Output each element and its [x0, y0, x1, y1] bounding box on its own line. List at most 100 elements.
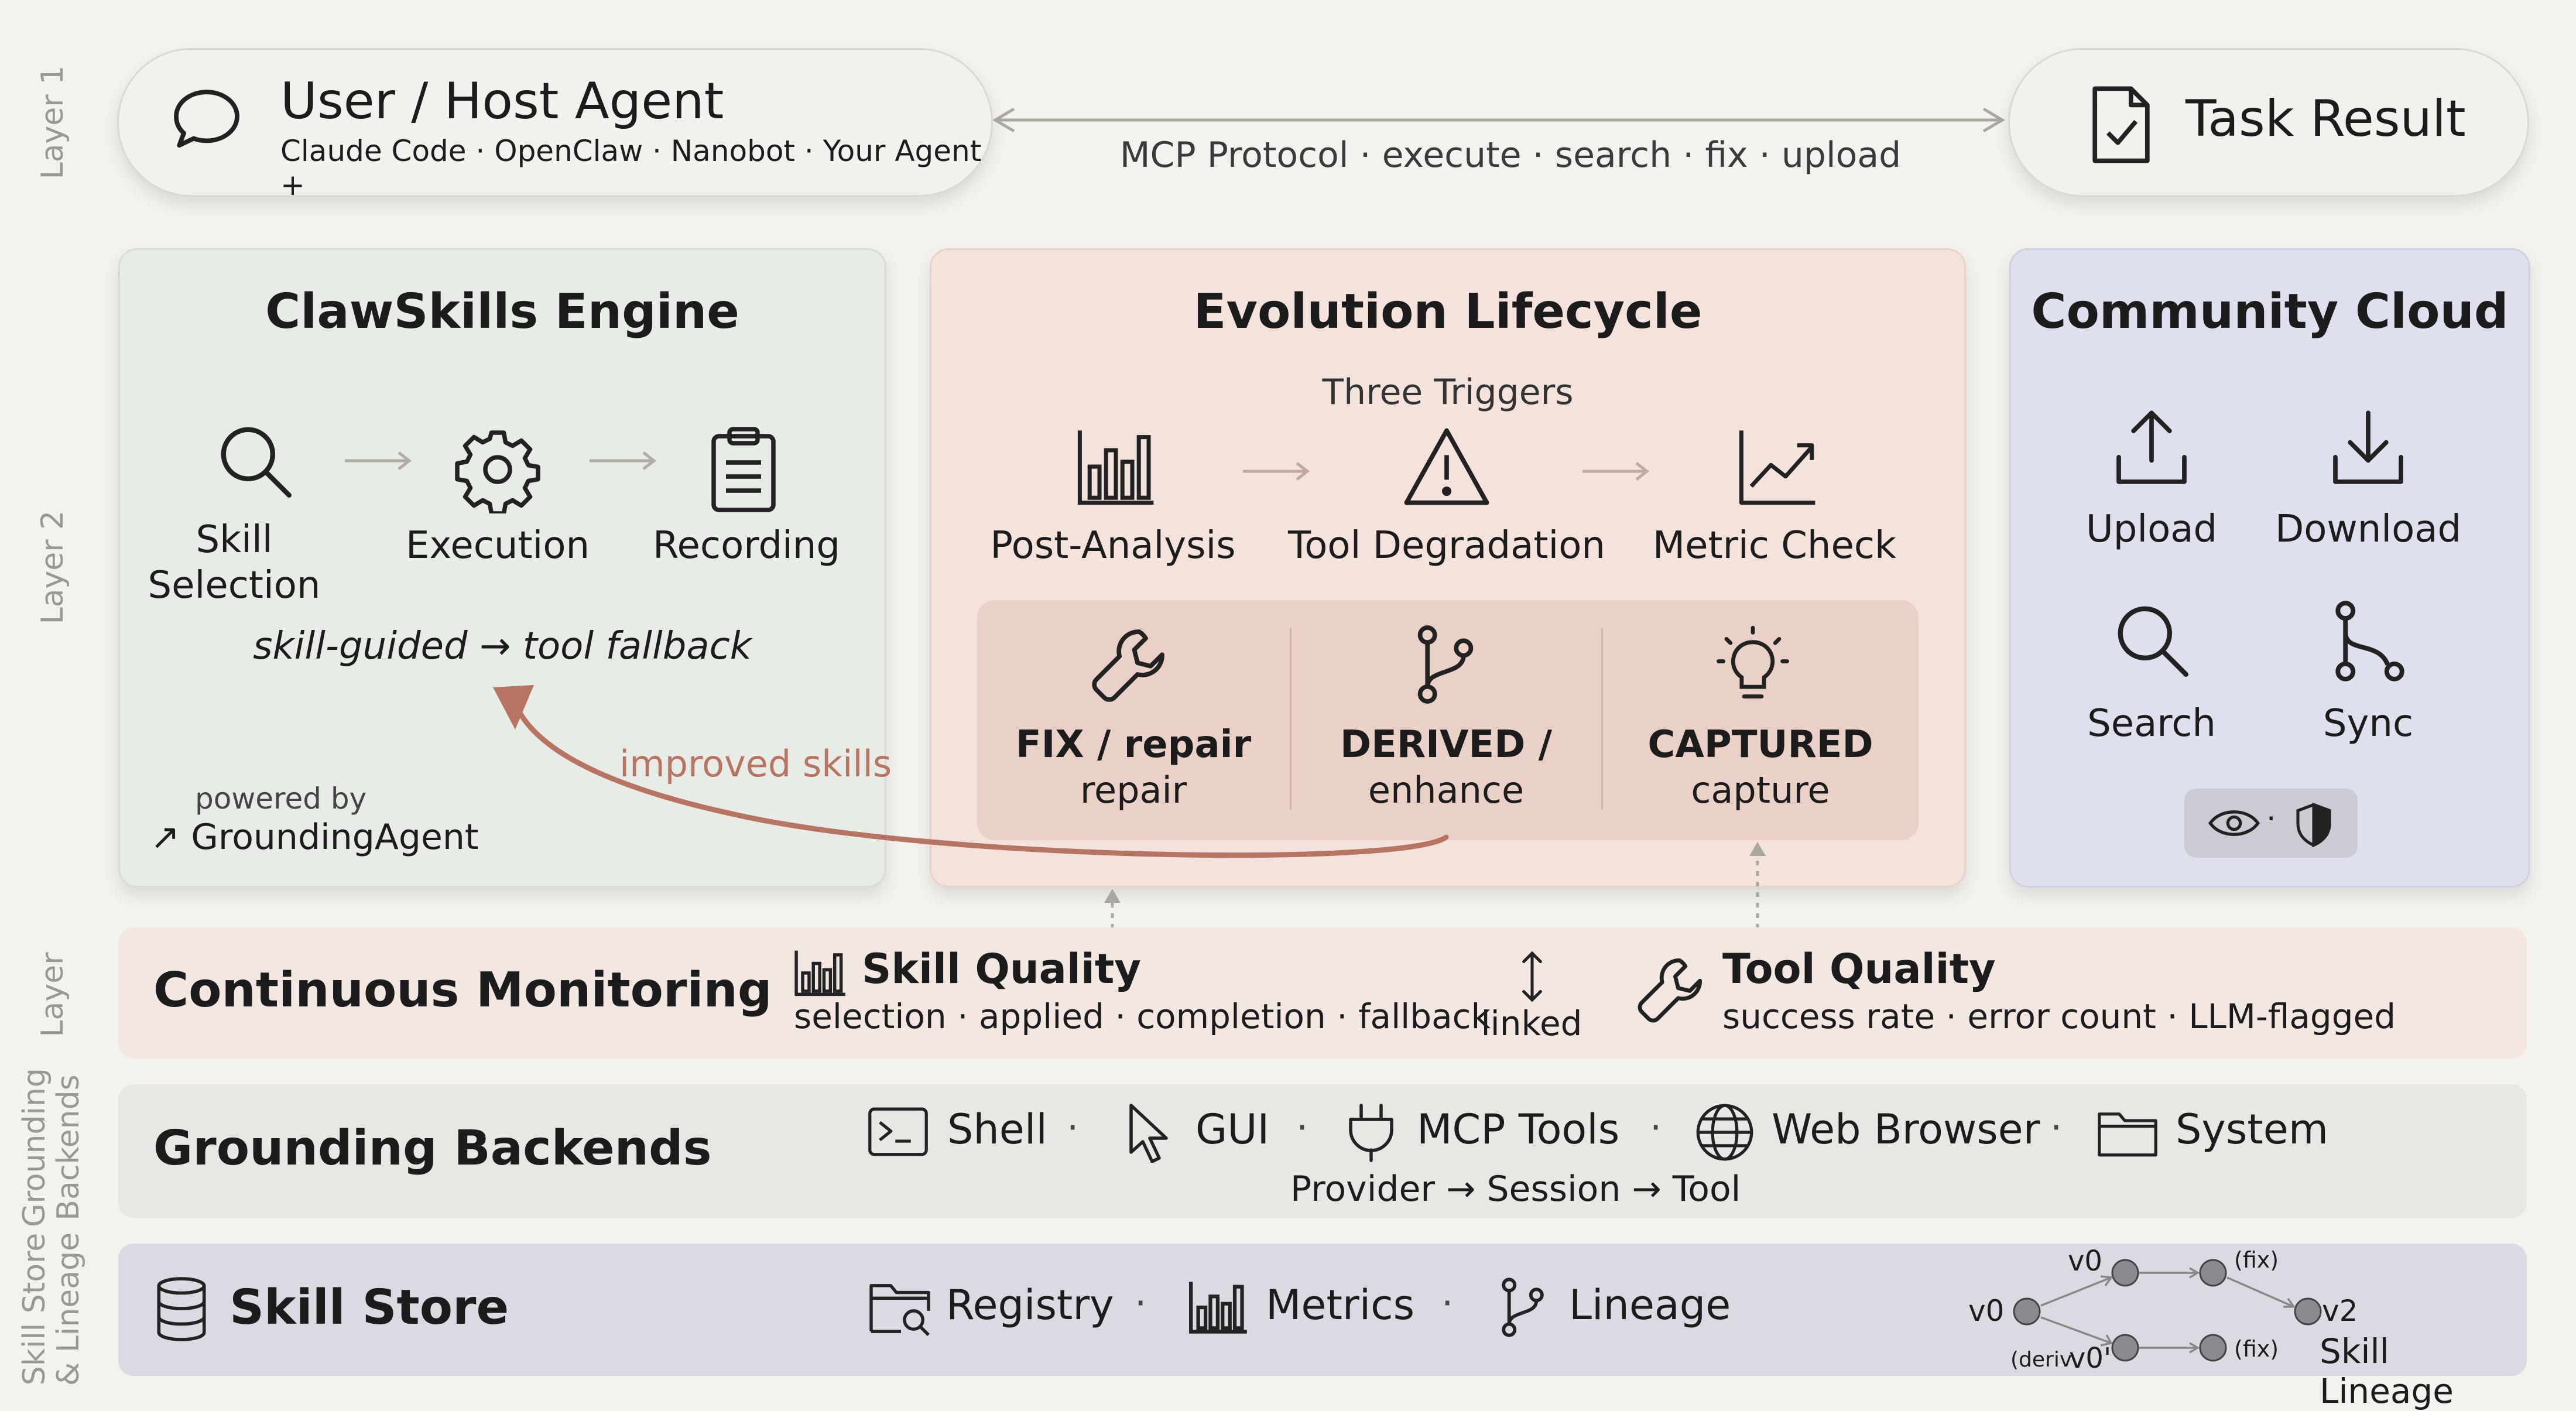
document-check-icon — [2086, 84, 2156, 166]
upload-icon — [2111, 403, 2193, 491]
monitoring-title: Continuous Monitoring — [153, 963, 772, 1018]
download-icon — [2327, 403, 2409, 491]
evolution-lifecycle-card: Evolution Lifecycle Three Triggers Post-… — [930, 248, 1966, 888]
step-execution: Execution — [405, 524, 590, 567]
separator-dot: · — [2050, 1107, 2063, 1150]
provider-session-tool-chain: Provider → Session → Tool — [1290, 1169, 1741, 1210]
backend-web-browser[interactable]: Web Browser — [1772, 1105, 2040, 1153]
wrench-icon — [1635, 953, 1707, 1026]
separator-dot: · — [1296, 1107, 1308, 1150]
store-layer-label: Skill Store& Lineage — [17, 1232, 86, 1386]
mode-fix-sub: repair — [1080, 769, 1187, 811]
dotted-connector — [1104, 889, 1121, 960]
mode-derived-name: DERIVED / — [1340, 723, 1552, 766]
protocol-label: MCP Protocol · execute · search · fix · … — [1119, 135, 1902, 176]
badge-dot: · — [2266, 802, 2276, 837]
task-result-pill[interactable]: Task Result — [2008, 48, 2529, 197]
store-lineage[interactable]: Lineage — [1569, 1281, 1731, 1329]
shield-icon — [2293, 803, 2334, 847]
lineage-node-v0-top: v0 — [2068, 1245, 2102, 1278]
skill-store-title: Skill Store — [229, 1280, 509, 1335]
warning-icon — [1400, 426, 1493, 508]
tool-quality-title: Tool Quality — [1722, 945, 1996, 993]
layer-2-label: Layer 2 — [35, 510, 70, 625]
clipboard-icon — [705, 426, 782, 513]
lineage-fix-top: (fix) — [2234, 1247, 2279, 1273]
wrench-icon — [1088, 624, 1170, 706]
evolution-modes-panel: FIX / repair repair DERIVED / enhance CA… — [977, 600, 1919, 840]
lineage-node-v2: v2 — [2322, 1294, 2358, 1328]
line-chart-icon — [1734, 426, 1821, 508]
lineage-derived-label: (deriv — [2010, 1348, 2073, 1372]
task-result-label: Task Result — [2186, 90, 2466, 148]
mode-captured-sub: capture — [1691, 769, 1830, 811]
globe-icon — [1694, 1102, 1755, 1163]
arrow-icon — [345, 451, 412, 470]
improved-skills-arrow — [493, 685, 1449, 858]
evolution-title: Evolution Lifecycle — [1193, 284, 1703, 340]
store-metrics[interactable]: Metrics — [1266, 1281, 1415, 1329]
continuous-monitoring-bar: Continuous Monitoring Skill Quality sele… — [118, 927, 2527, 1059]
mode-divider — [1601, 628, 1603, 810]
engine-title: ClawSkills Engine — [265, 284, 739, 340]
search-icon — [2111, 599, 2193, 681]
eye-icon — [2208, 805, 2260, 841]
chat-bubble-icon — [166, 81, 248, 157]
host-agent-pill[interactable]: User / Host Agent Claude Code · OpenClaw… — [117, 48, 993, 202]
bar-chart-icon — [794, 948, 848, 996]
step-skill-selection: Skill Selection — [148, 518, 321, 607]
lineage-node-v0-root: v0 — [1968, 1294, 2005, 1328]
arrow-icon — [1243, 462, 1310, 481]
community-title: Community Cloud — [2031, 284, 2509, 340]
clawskills-engine-card: ClawSkills Engine Skill Selection Execut… — [118, 248, 886, 888]
grounding-title: Grounding Backends — [153, 1121, 712, 1176]
mode-divider — [1290, 628, 1292, 810]
mode-fix-name: FIX / repair — [1015, 723, 1252, 766]
backend-gui[interactable]: GUI — [1195, 1105, 1270, 1153]
lineage-node-v0-prime: v0' — [2069, 1342, 2112, 1375]
sync-branch-icon — [2332, 599, 2408, 683]
layer-3-label: Layer — [35, 952, 70, 1037]
powered-by-label: powered by — [195, 782, 367, 816]
database-icon — [155, 1276, 208, 1342]
gear-icon — [454, 426, 542, 513]
separator-dot: · — [1135, 1282, 1147, 1326]
lineage-graph — [2013, 1259, 2322, 1362]
backend-shell[interactable]: Shell — [947, 1105, 1047, 1153]
community-upload[interactable]: Upload — [2085, 508, 2218, 551]
grounding-agent-link[interactable]: ↗ GroundingAgent — [150, 817, 479, 858]
skill-quality-title: Skill Quality — [862, 945, 1141, 993]
trigger-post-analysis: Post-Analysis — [990, 524, 1236, 567]
community-download[interactable]: Download — [2274, 508, 2462, 551]
skill-lineage-caption: Skill Lineage — [2320, 1331, 2454, 1411]
vertical-arrows-icon — [1517, 950, 1547, 1004]
folder-icon — [2097, 1107, 2158, 1158]
grounding-backends-bar: Grounding Backends Shell · GUI · MCP Too… — [118, 1084, 2527, 1218]
backend-system[interactable]: System — [2176, 1105, 2329, 1153]
community-sync[interactable]: Sync — [2322, 702, 2414, 745]
branch-icon — [1498, 1276, 1548, 1338]
folder-search-icon — [868, 1279, 933, 1336]
backend-mcp-tools[interactable]: MCP Tools — [1417, 1105, 1620, 1153]
skill-quality-metrics: selection · applied · completion · fallb… — [794, 996, 1491, 1036]
community-cloud-card: Community Cloud Upload Download Search S… — [2009, 248, 2530, 888]
trigger-metric-check: Metric Check — [1652, 524, 1897, 567]
step-recording: Recording — [652, 524, 841, 567]
three-triggers-label: Three Triggers — [1322, 372, 1574, 413]
host-agent-title: User / Host Agent — [280, 72, 724, 131]
skill-store-bar: Skill Store Registry · Metrics · Lineage — [118, 1244, 2527, 1411]
terminal-icon — [868, 1105, 929, 1158]
cursor-icon — [1126, 1102, 1173, 1163]
community-search[interactable]: Search — [2087, 702, 2216, 745]
dotted-connector — [1749, 842, 1766, 960]
separator-dot: · — [1067, 1107, 1079, 1150]
mode-captured-name: CAPTURED — [1647, 723, 1873, 766]
improved-skills-label: improved skills — [619, 742, 892, 785]
arrow-icon — [1582, 462, 1650, 481]
bar-chart-icon — [1188, 1279, 1249, 1335]
store-registry[interactable]: Registry — [946, 1281, 1114, 1329]
privacy-security-badge[interactable]: · — [2184, 789, 2358, 858]
host-agent-subtitle: Claude Code · OpenClaw · Nanobot · Your … — [280, 134, 982, 202]
arrow-icon — [590, 451, 657, 470]
